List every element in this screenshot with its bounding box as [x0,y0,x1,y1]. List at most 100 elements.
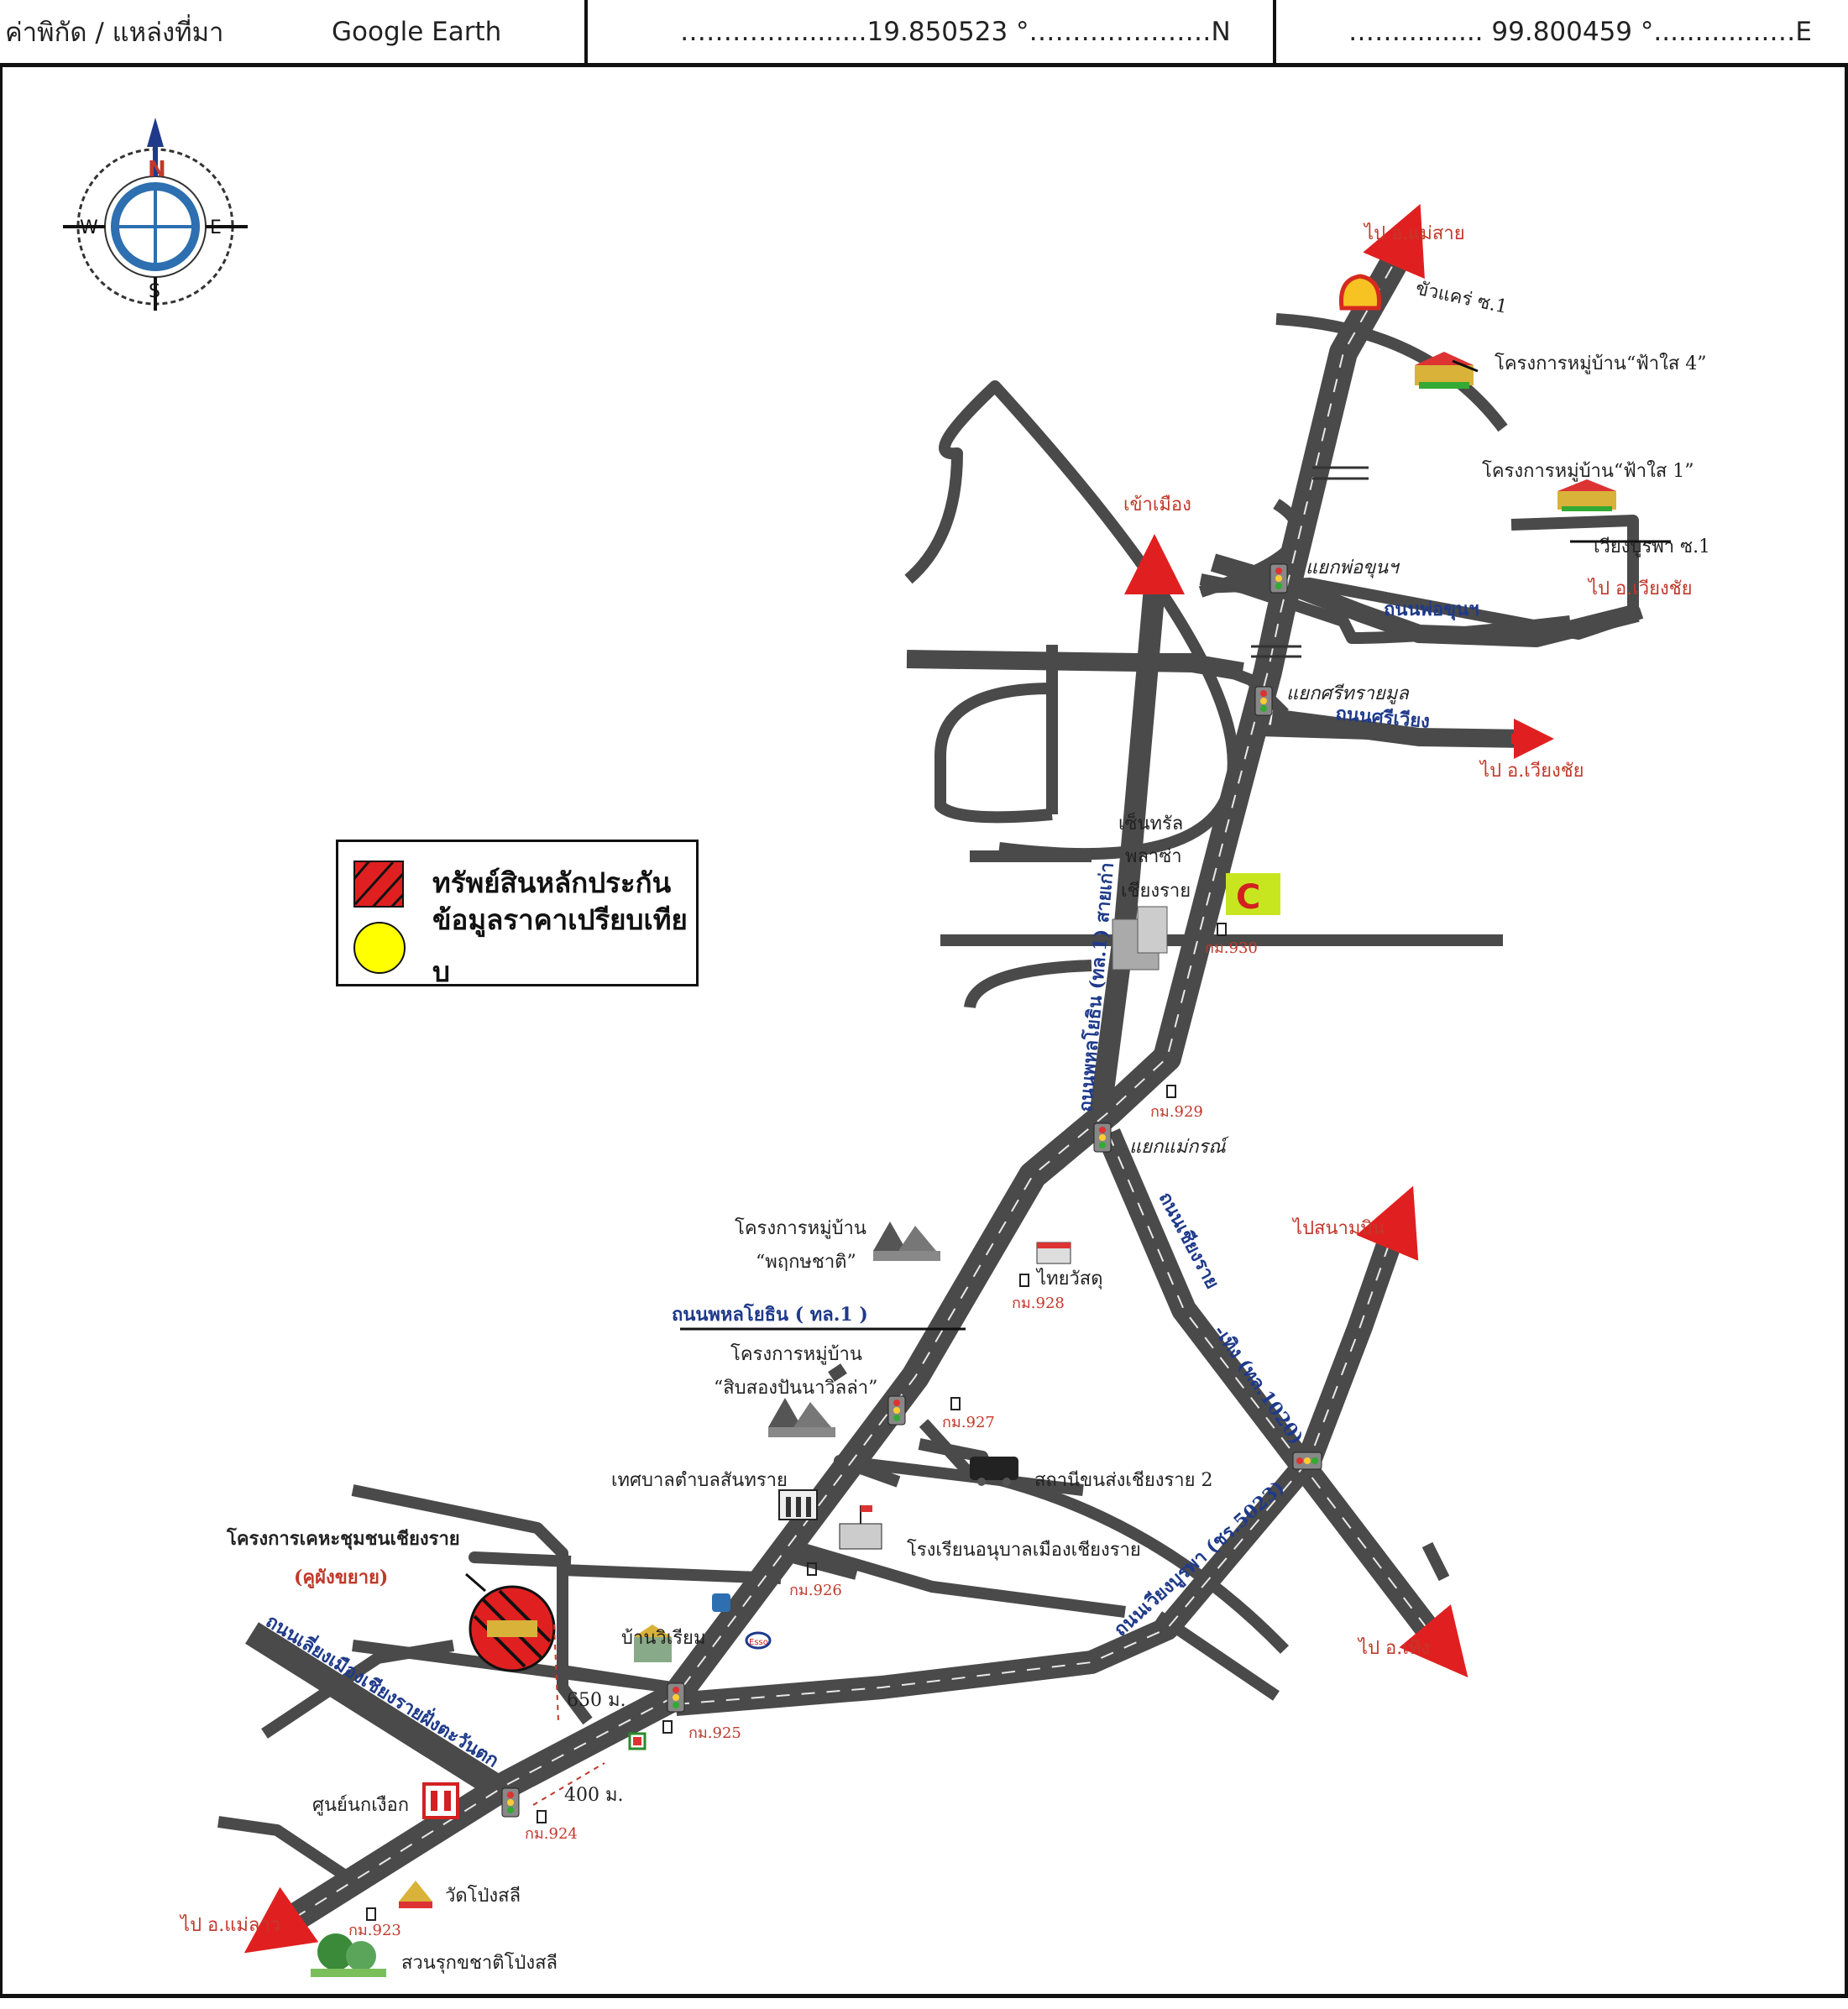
label-to-thoeng: ไป อ.เทิง [1357,1637,1430,1659]
compass-rose: N S E W [63,118,248,311]
label-project-community-1: โครงการเคหะชุมชนเชียงราย [226,1527,460,1551]
shell-logo-icon [1338,274,1382,311]
label-road-bypass: ถนนเลี่ยงเมืองเชียงรายฝั่งตะวันตก [262,1608,505,1772]
km-post-icon [537,1810,547,1823]
latitude-value: …………..........19.850523 °…………………N [680,17,1231,47]
header-divider [584,0,588,65]
thai-watsadu-shop-icon [1036,1242,1071,1264]
label-wiang-burapha: เวียงบูรพา ซ.1 [1594,536,1710,557]
seven-eleven-logo-icon [628,1732,647,1750]
school-flag-icon [839,1505,882,1550]
label-phruksa-2: “พฤกษชาติ” [756,1252,856,1273]
km-post-icon [950,1397,961,1410]
traffic-light-icon [1254,686,1273,716]
ptt-station-icon [712,1593,730,1612]
label-fa-sai-1: โครงการหมู่บ้าน“ฟ้าใส 1” [1482,460,1694,482]
traffic-light-icon [501,1787,520,1818]
traffic-light-icon [1093,1122,1112,1153]
km-post-icon [662,1720,673,1734]
compass-e: E [210,217,222,238]
label-yaek-sri-sai-mun: แยกศรีทรายมูล [1286,683,1410,704]
legend-comparison-swatch [353,922,406,974]
traffic-lights [501,563,1322,1818]
label-sipsong-1: โครงการหมู่บ้าน [730,1343,862,1365]
central-plaza-building-icon [1112,906,1168,970]
isuzu-logo-icon [422,1782,459,1819]
source-value: Google Earth [332,17,502,47]
label-wat-pong-sali: วัดโป่งสลี [445,1885,521,1907]
km-post-icon [1019,1274,1029,1287]
label-central-2: พลาซ่า [1125,846,1182,867]
label-phruksa-1: โครงการหมู่บ้าน [735,1217,866,1239]
frame-bottom-border [0,1994,1848,1998]
municipality-building-icon [778,1489,818,1520]
label-to-wiang-chai-2: ไป อ.เวียงชัย [1479,760,1584,782]
traffic-light-icon [1292,1452,1322,1470]
legend-comparison-label-cont: บ [432,955,450,988]
label-km924: กม.924 [525,1825,578,1843]
label-to-mae-sai: ไป อ.แม่สาย [1363,222,1465,244]
label-sansai-municipality: เทศบาลตำบลสันทราย [611,1470,788,1491]
label-dist-400: 400 ม. [564,1785,623,1806]
header-bar: ค่าพิกัด / แหล่งที่มา Google Earth ………….… [0,0,1848,67]
label-kindergarten: โรงเรียนอนุบาลเมืองเชียงราย [907,1539,1141,1561]
label-esso: Esso [749,1638,768,1647]
traffic-light-icon [667,1682,685,1713]
village-fa-sai-4-icon [1415,352,1474,389]
label-fa-sai-4: โครงการหมู่บ้าน“ฟ้าใส 4” [1495,353,1707,374]
landmark-icons: C [311,274,1616,1977]
compass-n: N [148,157,166,182]
temple-icon [399,1881,432,1908]
park-tree-icon [311,1933,386,1977]
pointer-lines [465,359,1671,1806]
map-frame [0,67,1848,1998]
longitude-value: …….......... 99.800459 °..............…E [1348,17,1812,47]
label-km930: กม.930 [1205,939,1258,957]
label-km927: กม.927 [942,1414,995,1431]
map-labels: ไป อ.แม่สาย ขัวแคร่ ซ.1 โครงการหมู่บ้าน“… [179,222,1710,1974]
traffic-light-icon [887,1395,906,1426]
km-post-icon [1217,923,1227,936]
label-to-airport: ไปสนามบิน [1291,1217,1385,1239]
label-pong-sali-park: สวนรุกขชาติโป่งสลี [401,1952,558,1974]
north-arrow-icon [147,118,164,147]
label-to-mae-lao: ไป อ.แม่ลาว [179,1914,280,1936]
label-km925: กม.925 [688,1724,741,1742]
label-bus-station: สถานีขนส่งเชียงราย 2 [1034,1470,1213,1491]
label-sipsong-2: “สิบสองปันนาวิลล่า” [714,1378,877,1399]
label-khao-mueang: เข้าเมือง [1123,494,1191,515]
km-post-icon [366,1907,376,1921]
label-km926: กม.926 [789,1582,842,1599]
label-ban-wiriyam: บ้านวิเรียม [621,1628,705,1649]
label-km928: กม.928 [1012,1295,1065,1312]
label-khua-kae: ขัวแคร่ ซ.1 [1414,278,1510,318]
label-central-3: เชียงราย [1121,881,1191,902]
label-km923: กม.923 [348,1922,401,1939]
main-highways [245,249,1640,1931]
legend-collateral-swatch [353,861,404,908]
collateral-property-marker [469,1585,556,1672]
esso-logo-icon [745,1631,772,1650]
svg-text:C: C [1236,878,1260,917]
label-road-chiangrai-thoeng-2: -เทิง (ทล.1020) [1209,1321,1307,1449]
village-phruksa-icon [873,1222,940,1261]
lane-markings [293,255,1428,1919]
compass-w: W [80,217,98,238]
direction-arrows [243,203,1554,1954]
source-label: ค่าพิกัด / แหล่งที่มา [5,18,224,48]
village-fa-sai-1-icon [1557,479,1616,511]
legend-collateral-label: ทรัพย์สินหลักประกัน [432,866,672,899]
big-c-logo-icon: C [1226,873,1280,917]
label-thai-watsadu: ไทยวัสดุ [1035,1268,1103,1290]
label-central-1: เซ็นทรัล [1118,811,1183,834]
label-km929: กม.929 [1150,1103,1203,1121]
label-dist-650: 650 ม. [567,1690,626,1711]
header-divider [1273,0,1276,65]
km-post-icon [1166,1085,1176,1098]
village-wiriyam-icon [634,1624,672,1662]
label-road-phahon-main: ถนนพหลโยธิน ( ทล.1 ) [672,1303,868,1326]
label-project-community-2: (คูผังขยาย) [294,1567,388,1589]
compass-s: S [149,281,160,302]
road-break-marks [1251,466,1369,658]
